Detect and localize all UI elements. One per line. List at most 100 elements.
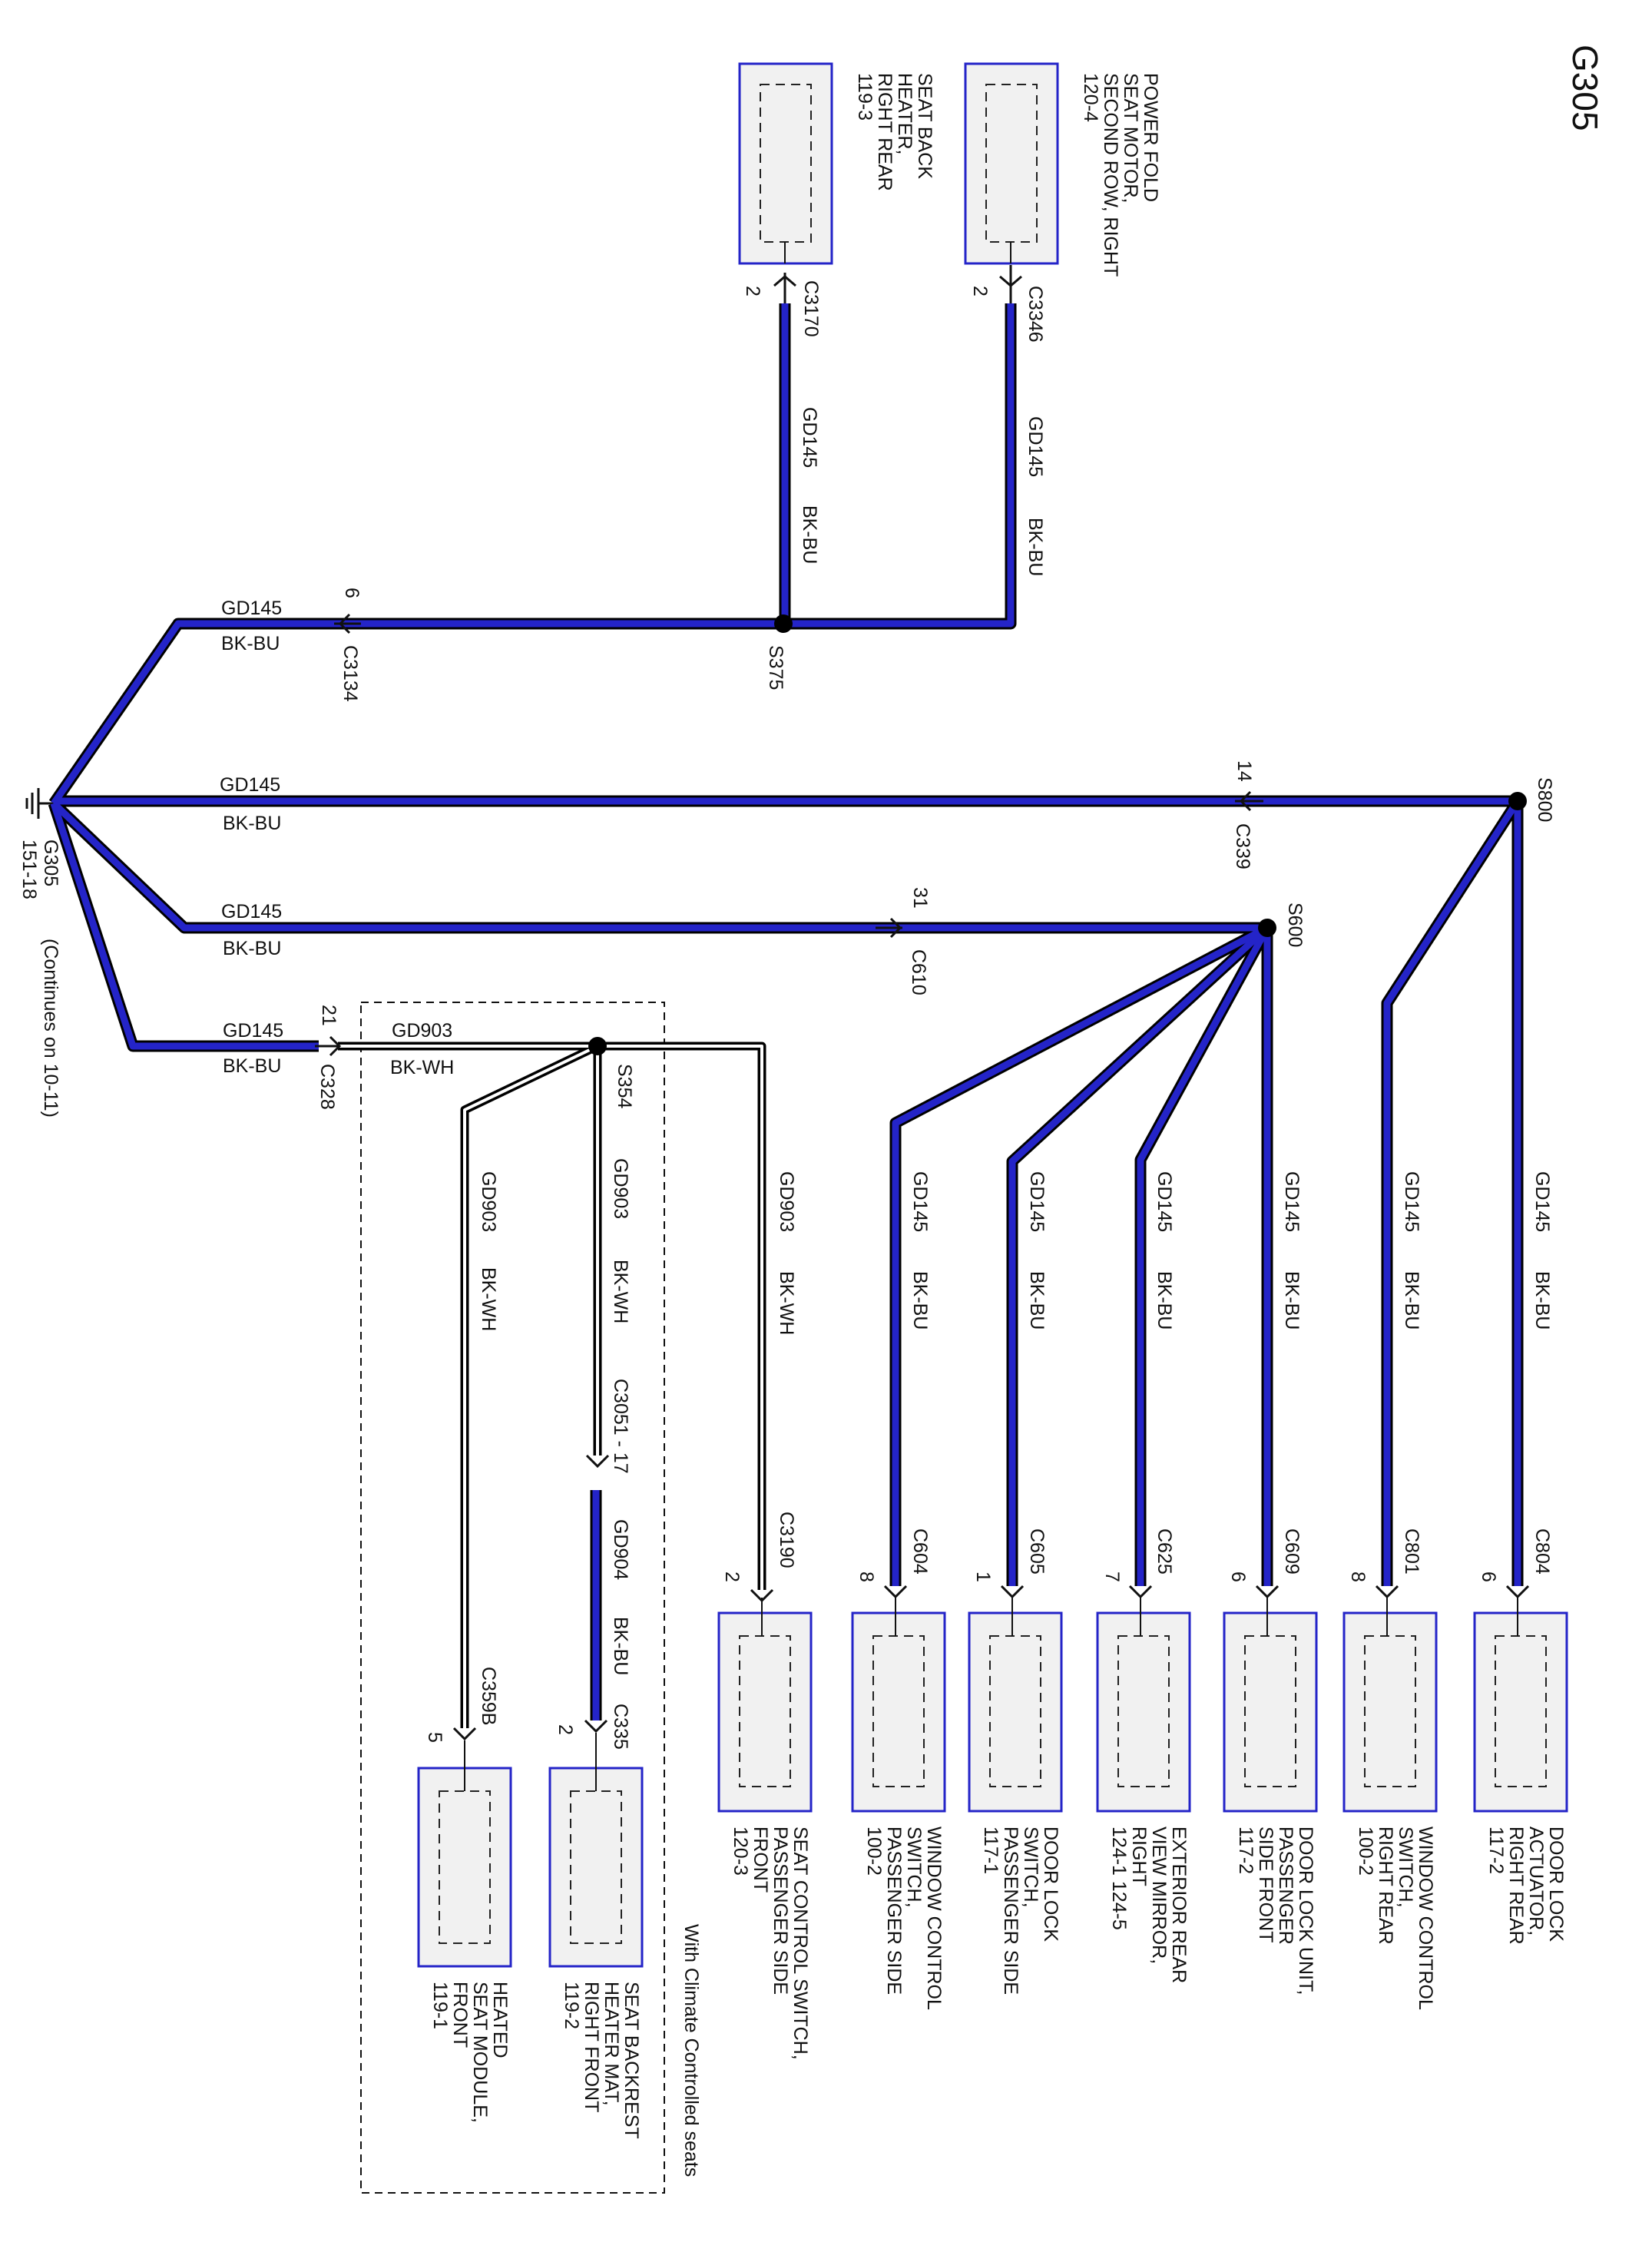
diagram-title: G305: [1565, 45, 1605, 131]
svg-text:SWITCH,: SWITCH,: [903, 1826, 925, 1908]
component-box: [964, 62, 1059, 265]
connector-pin: 8: [856, 1571, 877, 1582]
svg-text:WINDOW CONTROL: WINDOW CONTROL: [923, 1826, 945, 2010]
connector-name: C605: [1026, 1528, 1048, 1575]
connector-pin: 14: [1233, 760, 1255, 782]
svg-text:DOOR LOCK: DOOR LOCK: [1040, 1826, 1061, 1942]
component-label-window-control-rr: WINDOW CONTROL SWITCH, RIGHT REAR 100-2: [1355, 1826, 1436, 2010]
wire-color-label: BK-WH: [478, 1267, 499, 1331]
wire-color-label: BK-BU: [1025, 518, 1046, 576]
component-box: [851, 1598, 946, 1813]
connector-pin: 2: [969, 286, 991, 296]
wire-circuit-label: GD145: [223, 1020, 283, 1042]
connector-name: C359B: [478, 1667, 499, 1725]
connector-name: C3134: [339, 645, 361, 702]
svg-text:FRONT: FRONT: [449, 1982, 471, 2048]
svg-text:SWITCH,: SWITCH,: [1395, 1826, 1416, 1908]
splice-label: S375: [765, 645, 786, 690]
wire-color-label: BK-BU: [223, 1055, 281, 1077]
wire-circuit-label: GD145: [909, 1171, 931, 1232]
ground-label: G305: [40, 840, 61, 886]
connector-name: C625: [1154, 1528, 1175, 1575]
wire-circuit-label: GD903: [392, 1020, 452, 1042]
wire-color-label: BK-BU: [909, 1271, 931, 1330]
svg-text:WINDOW CONTROL: WINDOW CONTROL: [1415, 1826, 1436, 2010]
wire-color-label: BK-BU: [1531, 1271, 1553, 1330]
svg-text:SECOND ROW, RIGHT: SECOND ROW, RIGHT: [1100, 73, 1121, 277]
connector-arrow-icons: [315, 265, 1530, 1741]
wire-circuit-label: GD145: [1025, 416, 1046, 477]
connector-pin: 8: [1347, 1571, 1369, 1582]
svg-text:117-2: 117-2: [1485, 1826, 1507, 1874]
svg-text:PASSENGER SIDE: PASSENGER SIDE: [770, 1826, 791, 1995]
svg-text:PASSENGER SIDE: PASSENGER SIDE: [1000, 1826, 1021, 1995]
component-label-window-control-ps: WINDOW CONTROL SWITCH, PASSENGER SIDE 10…: [863, 1826, 945, 2010]
component-box: [548, 1733, 644, 1968]
component-label-power-fold: POWER FOLD SEAT MOTOR, SECOND ROW, RIGHT…: [1080, 73, 1161, 277]
svg-text:POWER FOLD: POWER FOLD: [1140, 73, 1161, 202]
connector-name: C339: [1232, 823, 1253, 869]
svg-text:RIGHT REAR: RIGHT REAR: [874, 73, 896, 191]
svg-text:117-1: 117-1: [980, 1826, 1001, 1874]
svg-text:100-2: 100-2: [1355, 1826, 1376, 1876]
svg-text:119-1: 119-1: [429, 1982, 451, 2029]
connector-pin: 2: [555, 1724, 576, 1735]
connector-pin: 6: [341, 588, 363, 598]
wire-circuit-label: GD145: [1281, 1171, 1303, 1232]
svg-text:RIGHT REAR: RIGHT REAR: [1505, 1826, 1527, 1945]
svg-text:119-2: 119-2: [561, 1982, 582, 2029]
svg-text:PASSENGER SIDE: PASSENGER SIDE: [883, 1826, 905, 1995]
wire-color-label: BK-BU: [1401, 1271, 1422, 1330]
component-box: [738, 62, 833, 265]
connector-pin: 1: [972, 1571, 994, 1582]
wire-circuit-label: GD903: [776, 1171, 797, 1232]
svg-text:SIDE FRONT: SIDE FRONT: [1255, 1826, 1276, 1942]
component-label-door-lock-switch: DOOR LOCK SWITCH, PASSENGER SIDE 117-1: [980, 1826, 1061, 1995]
wire-circuit-label: GD145: [221, 901, 282, 922]
svg-text:119-3: 119-3: [854, 73, 876, 121]
svg-text:SEAT BACKREST: SEAT BACKREST: [621, 1982, 642, 2139]
component-box: [1342, 1598, 1438, 1813]
wire-color-label: BK-WH: [610, 1260, 631, 1323]
svg-text:RIGHT FRONT: RIGHT FRONT: [581, 1982, 602, 2112]
connector-pin: 6: [1227, 1571, 1249, 1582]
splice-s375-icon: [774, 614, 793, 633]
component-box: [1473, 1598, 1568, 1813]
component-box: [1223, 1598, 1318, 1813]
component-label-seat-back-heater: SEAT BACK HEATER, RIGHT REAR 119-3: [854, 73, 935, 191]
svg-text:120-4: 120-4: [1080, 73, 1101, 122]
connector-pin: 7: [1101, 1571, 1123, 1582]
connector-name: C610: [908, 949, 929, 995]
component-box: [968, 1598, 1063, 1813]
wire-color-label: BK-BU: [799, 505, 820, 564]
climate-region-outline: [360, 1002, 665, 2194]
wire-circuit-label: GD903: [610, 1158, 631, 1219]
splice-s600-icon: [1258, 919, 1276, 937]
wire-color-label: BK-BU: [1026, 1271, 1048, 1330]
component-box: [417, 1740, 512, 1968]
svg-text:PASSENGER: PASSENGER: [1275, 1826, 1296, 1945]
connector-name: C804: [1531, 1528, 1553, 1575]
wire-circuit-label: GD145: [220, 774, 280, 796]
wire-circuit-label: GD903: [478, 1171, 499, 1232]
svg-text:ACTUATOR,: ACTUATOR,: [1525, 1826, 1547, 1936]
wire-color-label: BK-BU: [1154, 1271, 1175, 1330]
wire-circuit-label: GD145: [799, 407, 820, 468]
component-label-heated-seat-module: HEATED SEAT MODULE, FRONT 119-1: [429, 1982, 511, 2123]
svg-text:EXTERIOR REAR: EXTERIOR REAR: [1168, 1826, 1190, 1983]
connector-name: C3051 - 17: [610, 1379, 631, 1474]
wire-color-label: BK-BU: [1281, 1271, 1303, 1330]
connector-pin: 31: [909, 887, 931, 909]
splice-label: S354: [614, 1064, 635, 1108]
white-wires: [338, 1042, 766, 1728]
svg-text:HEATED: HEATED: [489, 1982, 511, 2058]
component-label-exterior-mirror: EXTERIOR REAR VIEW MIRROR, RIGHT 124-1 1…: [1108, 1826, 1190, 1983]
connector-pin: 2: [721, 1571, 743, 1582]
connector-pin: 21: [318, 1005, 339, 1026]
component-label-seat-backrest-heater: SEAT BACKREST HEATER MAT, RIGHT FRONT 11…: [561, 1982, 642, 2139]
connector-pin: 5: [424, 1732, 445, 1743]
svg-text:120-3: 120-3: [730, 1826, 751, 1876]
svg-text:DOOR LOCK: DOOR LOCK: [1545, 1826, 1567, 1942]
splice-label: S800: [1534, 777, 1555, 822]
